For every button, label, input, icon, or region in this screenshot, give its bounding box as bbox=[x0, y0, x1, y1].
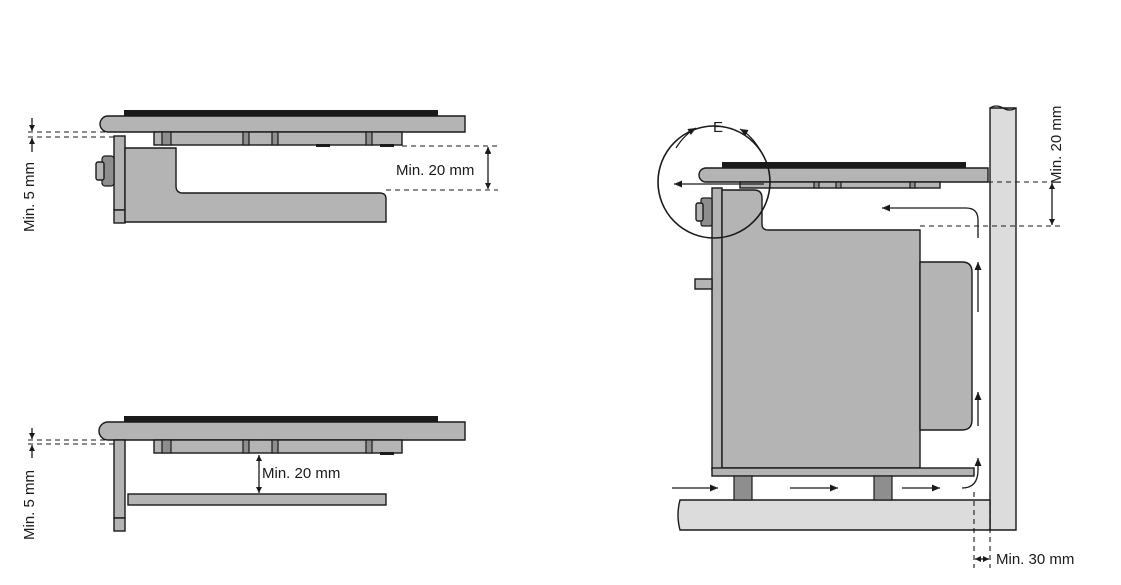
hob-glass bbox=[722, 162, 966, 168]
oven-body bbox=[721, 189, 921, 469]
airflow-arrow bbox=[882, 204, 979, 238]
label-detail-marker: E bbox=[713, 119, 723, 136]
oven-rear-vent bbox=[919, 261, 973, 431]
hob-rib bbox=[242, 439, 250, 454]
oven-base-plate bbox=[711, 467, 975, 477]
hob-foot bbox=[380, 452, 394, 455]
hob-rib bbox=[242, 131, 250, 146]
detail-rotate-arrow bbox=[675, 127, 697, 149]
shelf bbox=[127, 493, 387, 506]
drawer-knob-cap bbox=[95, 161, 105, 181]
hob-foot bbox=[380, 144, 394, 147]
worktop bbox=[98, 421, 466, 441]
detail-rotate-arrow bbox=[739, 128, 761, 151]
label-right-top-gap: Min. 20 mm bbox=[1048, 106, 1065, 184]
worktop bbox=[698, 167, 989, 183]
hob-rib bbox=[271, 439, 279, 454]
back-wall bbox=[989, 107, 1017, 531]
top-left-hob-drawer-view: Min. 5 mm Min. 20 mm bbox=[21, 110, 498, 232]
side-panel-lower bbox=[113, 517, 126, 532]
detail-circle bbox=[657, 125, 771, 239]
wall-break bbox=[989, 105, 1017, 111]
drawer-front-lower bbox=[113, 209, 126, 224]
label-top-left-side-gap: Min. 5 mm bbox=[21, 162, 38, 232]
hob-rib bbox=[813, 181, 820, 189]
oven-foot bbox=[873, 475, 893, 501]
drawer-body bbox=[124, 147, 387, 223]
hob-glass bbox=[124, 416, 438, 422]
drawer-front bbox=[113, 135, 126, 211]
worktop bbox=[99, 115, 466, 133]
hob-clip bbox=[161, 131, 172, 146]
right-hob-oven-view: E Min. 20 mm Min. 30 mm bbox=[657, 105, 1074, 568]
hob-rib bbox=[909, 181, 916, 189]
hob-rib bbox=[835, 181, 842, 189]
oven-front-panel bbox=[711, 187, 723, 471]
hob-rib bbox=[271, 131, 279, 146]
label-top-left-below-gap: Min. 20 mm bbox=[396, 162, 474, 179]
oven-knob-cap bbox=[695, 202, 704, 222]
hob-clip bbox=[161, 439, 172, 454]
bottom-left-hob-shelf-view: Min. 5 mm Min. 20 mm bbox=[21, 416, 466, 540]
floor-plinth bbox=[677, 499, 991, 531]
hob-glass bbox=[124, 110, 438, 116]
oven-handle bbox=[694, 278, 713, 290]
hob-rib bbox=[365, 439, 373, 454]
hob-rib bbox=[365, 131, 373, 146]
label-bottom-left-side-gap: Min. 5 mm bbox=[21, 470, 38, 540]
hob-foot bbox=[316, 144, 330, 147]
side-panel bbox=[113, 439, 126, 519]
airflow-arrow bbox=[961, 458, 982, 489]
label-right-bottom-gap: Min. 30 mm bbox=[996, 551, 1074, 568]
oven-foot bbox=[733, 475, 753, 501]
label-bottom-left-below-gap: Min. 20 mm bbox=[262, 465, 340, 482]
